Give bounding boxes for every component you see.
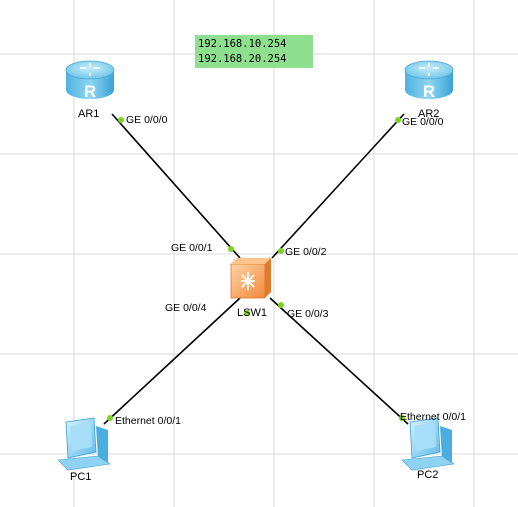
link-ar1-lsw1[interactable] [111,113,241,259]
switch-icon[interactable] [230,258,271,299]
device-label-lsw1: LSW1 [237,307,267,319]
port-dot-pc2-eth001 [399,415,405,421]
port-dot-pc1-eth001 [107,415,113,421]
link-pc2-lsw1[interactable] [269,297,409,425]
device-label-ar2: AR2 [418,108,440,120]
port-label-lsw1-ge004: GE 0/0/4 [165,302,207,314]
port-dot-lsw1-ge004 [244,310,250,316]
port-dot-ar1-ge000 [118,117,124,123]
ip-note[interactable]: 192.168.10.254 192.168.20.254 [195,35,313,68]
port-label-ar2-ge000: GE 0/0/0 [402,116,444,128]
port-dot-ar2-ge000 [395,117,401,123]
port-dot-lsw1-ge002 [278,248,284,254]
router-icon[interactable]: R [404,60,454,101]
pc-icon[interactable] [401,417,455,471]
ip-note-line-2: 192.168.20.254 [198,53,287,65]
device-label-ar1: AR1 [78,108,100,120]
port-label-lsw1-ge001: GE 0/0/1 [171,242,213,254]
port-label-pc2-eth001: Ethernet 0/0/1 [400,411,466,423]
port-label-lsw1-ge003: GE 0/0/3 [287,308,329,320]
svg-text:R: R [423,82,435,101]
router-icon[interactable]: R [65,60,115,101]
port-dot-lsw1-ge001 [228,246,234,252]
port-dot-lsw1-ge003 [278,302,284,308]
ip-note-line-1: 192.168.10.254 [198,38,287,50]
port-label-lsw1-ge002: GE 0/0/2 [285,246,327,258]
device-label-pc1: PC1 [70,471,92,483]
device-label-pc2: PC2 [417,469,439,481]
svg-text:R: R [84,82,96,101]
port-label-ar1-ge000: GE 0/0/0 [126,114,168,126]
pc-icon[interactable] [57,417,111,471]
link-ar2-lsw1[interactable] [271,113,405,259]
link-pc1-lsw1[interactable] [103,297,241,425]
port-label-pc1-eth001: Ethernet 0/0/1 [115,415,181,427]
